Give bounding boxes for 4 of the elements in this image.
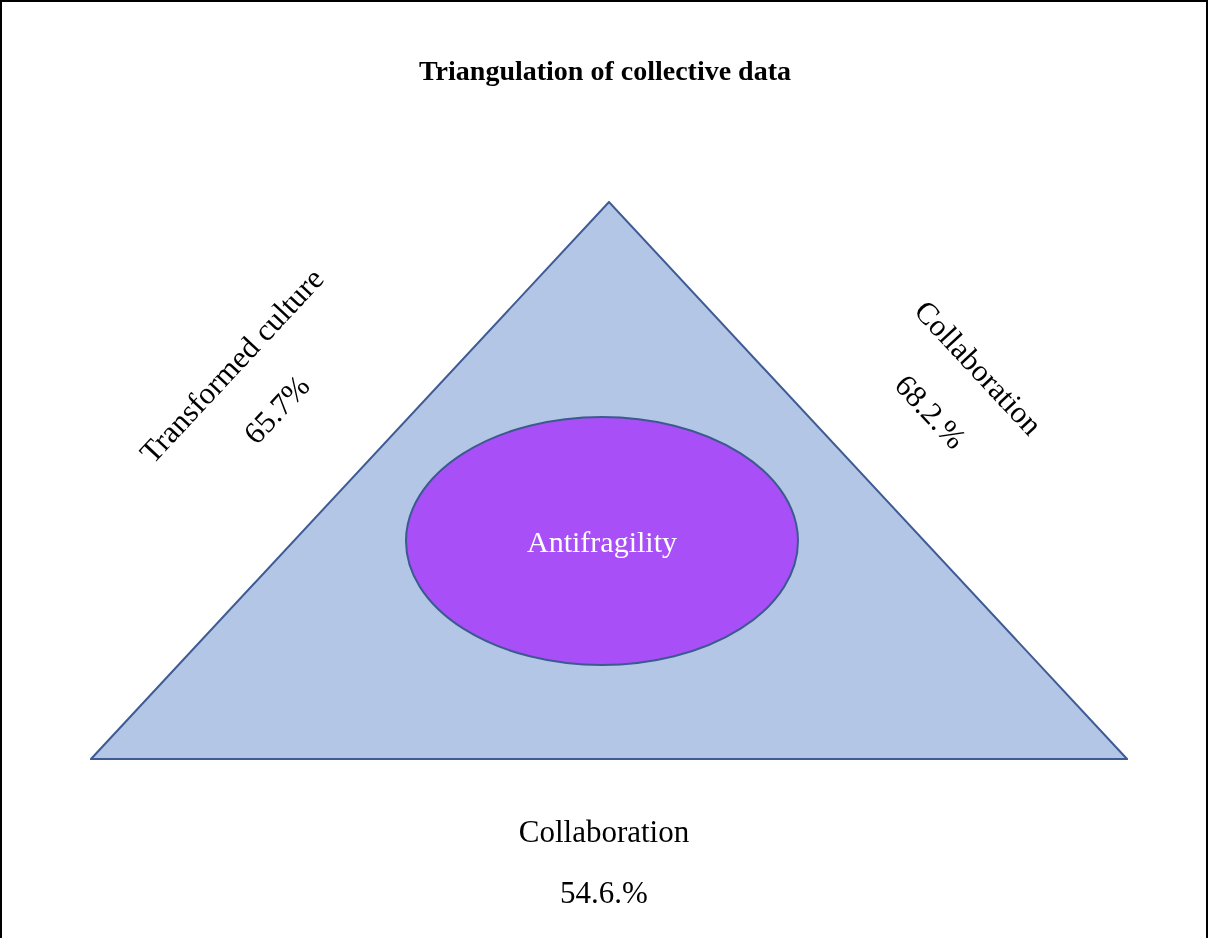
side-label: Collaboration (518, 812, 690, 851)
side-label: 54.6.% (560, 873, 648, 912)
node-label: Antifragility (527, 523, 677, 560)
title: Triangulation of collective data (418, 54, 792, 88)
